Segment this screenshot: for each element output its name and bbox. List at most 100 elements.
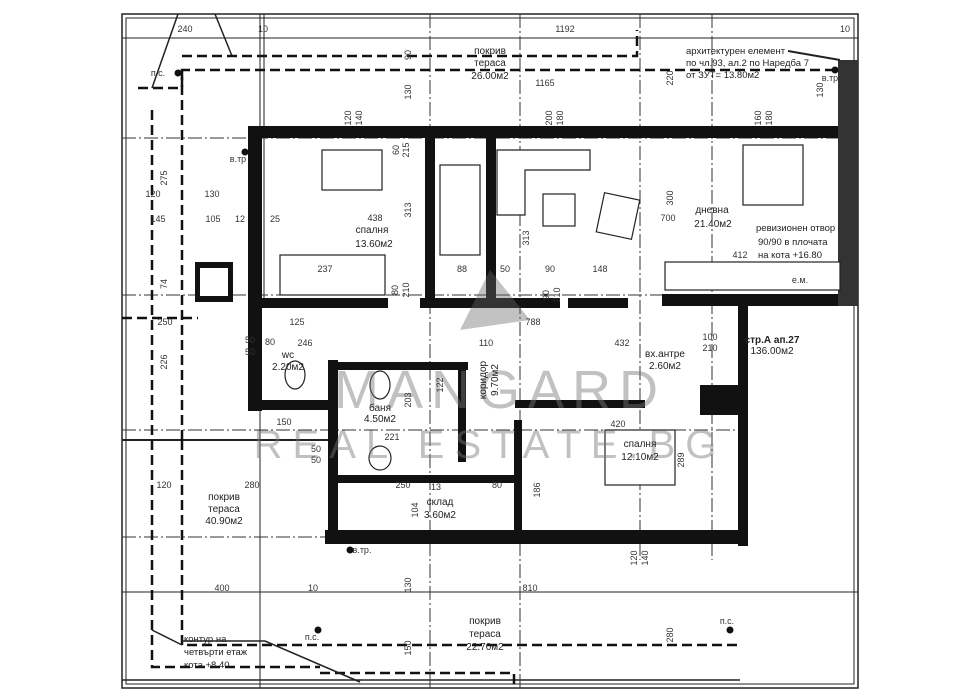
svg-text:125: 125: [289, 317, 304, 327]
svg-text:4.50м2: 4.50м2: [364, 414, 396, 425]
svg-text:спалня: спалня: [624, 439, 657, 450]
svg-text:145: 145: [150, 214, 165, 224]
note-architectural-element: архитектурен елемент по чл.93, ал.2 по Н…: [686, 46, 841, 81]
svg-text:160: 160: [753, 110, 763, 125]
svg-text:архитектурен елемент: архитектурен елемент: [686, 46, 786, 57]
svg-text:стр.А ап.27: стр.А ап.27: [745, 335, 800, 346]
svg-text:ревизионен отвор: ревизионен отвор: [756, 223, 835, 234]
svg-text:300: 300: [665, 190, 675, 205]
svg-text:90/90 в плочата: 90/90 в плочата: [758, 237, 828, 248]
svg-text:250: 250: [395, 480, 410, 490]
svg-text:вх.антре: вх.антре: [645, 349, 685, 360]
note-fourth-floor-contour: контур на четвърти етаж кота +8.40: [151, 629, 361, 683]
svg-text:220: 220: [665, 70, 675, 85]
note-revision-opening: ревизионен отвор 90/90 в плочата на кота…: [756, 223, 835, 261]
svg-text:210: 210: [401, 282, 411, 297]
svg-text:120: 120: [343, 110, 353, 125]
room-entrance-label: вх.антре 2.60м2: [645, 349, 685, 372]
terrace-bottom-label: покрив тераса 22.70м2: [466, 616, 504, 653]
svg-text:тераса: тераса: [208, 504, 240, 515]
dimension-labels: 240 10 1192 10 1165 438 237 700 412 148 …: [145, 24, 850, 593]
svg-text:склад: склад: [427, 497, 454, 508]
svg-text:wc: wc: [281, 350, 294, 361]
svg-text:дневна: дневна: [695, 205, 729, 216]
svg-text:438: 438: [367, 213, 382, 223]
svg-text:50: 50: [311, 444, 321, 454]
room-storage-label: склад 3.60м2: [424, 497, 456, 521]
svg-text:80: 80: [265, 337, 275, 347]
terrace-left-label: покрив тераса 40.90м2: [205, 492, 243, 527]
svg-text:90: 90: [545, 264, 555, 274]
svg-text:в.тр: в.тр: [822, 73, 838, 83]
svg-text:по чл.93, ал.2 по Наредба 7: по чл.93, ал.2 по Наредба 7: [686, 58, 809, 69]
svg-text:122: 122: [435, 377, 445, 392]
svg-text:13.60м2: 13.60м2: [355, 239, 393, 250]
svg-text:12: 12: [235, 214, 245, 224]
svg-text:3.60м2: 3.60м2: [424, 510, 456, 521]
svg-text:210: 210: [552, 287, 562, 302]
svg-text:п.с.: п.с.: [151, 68, 165, 78]
svg-text:MANGARD: MANGARD: [334, 360, 666, 420]
svg-text:1165: 1165: [535, 78, 554, 88]
svg-text:788: 788: [525, 317, 540, 327]
svg-text:тераса: тераса: [469, 629, 501, 640]
svg-text:148: 148: [592, 264, 607, 274]
svg-text:100: 100: [702, 332, 717, 342]
svg-text:203: 203: [403, 392, 413, 407]
svg-text:110: 110: [479, 338, 493, 348]
svg-text:215: 215: [401, 142, 411, 157]
svg-text:покрив: покрив: [469, 616, 501, 627]
svg-text:120: 120: [145, 189, 160, 199]
svg-text:10: 10: [308, 583, 318, 593]
terrace-top-label: покрив тераса 26.00м2: [471, 46, 509, 82]
furniture: [279, 144, 841, 486]
room-wc-label: wc 2.20м2: [272, 350, 304, 373]
svg-text:коридор: коридор: [478, 360, 489, 399]
svg-text:150: 150: [276, 417, 291, 427]
svg-text:130: 130: [403, 577, 413, 592]
svg-text:22.70м2: 22.70м2: [466, 642, 504, 653]
svg-text:400: 400: [214, 583, 229, 593]
dashed-contours: [122, 30, 845, 688]
svg-text:90: 90: [541, 290, 551, 300]
vertical-dimension-labels: 130 90 220 130 120 140 200 180 160 180 2…: [159, 50, 825, 656]
svg-text:покрив: покрив: [208, 492, 240, 503]
svg-text:21.40м2: 21.40м2: [694, 219, 732, 230]
svg-text:226: 226: [159, 354, 169, 369]
svg-text:50: 50: [245, 335, 255, 345]
svg-text:74: 74: [159, 279, 169, 289]
outer-frame: [121, 13, 859, 689]
svg-text:40.90м2: 40.90м2: [205, 516, 243, 527]
markers: п.с. в.тр в.тр в.тр. п.с. п.с. е.м.: [151, 66, 839, 642]
svg-text:120: 120: [156, 480, 171, 490]
svg-text:50: 50: [311, 455, 321, 465]
svg-text:150: 150: [403, 640, 413, 655]
svg-text:810: 810: [522, 583, 537, 593]
room-living-label: дневна 21.40м2: [694, 205, 732, 230]
svg-text:13: 13: [431, 482, 441, 492]
svg-text:п.с.: п.с.: [720, 616, 734, 626]
svg-text:313: 313: [521, 230, 531, 245]
svg-text:246: 246: [297, 338, 312, 348]
svg-text:2.60м2: 2.60м2: [649, 361, 681, 372]
svg-text:в.тр.: в.тр.: [353, 545, 372, 555]
svg-text:432: 432: [614, 338, 629, 348]
svg-text:280: 280: [665, 627, 675, 642]
svg-text:50: 50: [245, 347, 255, 357]
svg-text:90: 90: [403, 50, 413, 60]
svg-text:120: 120: [629, 550, 639, 565]
watermark-logo: MANGARD REAL ESTATE.BG: [254, 270, 716, 467]
svg-text:2.20м2: 2.20м2: [272, 362, 304, 373]
svg-text:289: 289: [676, 452, 686, 467]
svg-text:е.м.: е.м.: [792, 275, 808, 285]
svg-text:кота +8.40: кота +8.40: [184, 660, 230, 671]
svg-text:25: 25: [270, 214, 280, 224]
svg-text:12.10м2: 12.10м2: [621, 452, 659, 463]
svg-text:80: 80: [492, 480, 502, 490]
svg-text:186: 186: [532, 482, 542, 497]
svg-text:покрив: покрив: [474, 46, 506, 57]
svg-text:180: 180: [555, 110, 565, 125]
svg-text:88: 88: [457, 264, 467, 274]
svg-text:130: 130: [204, 189, 219, 199]
svg-text:тераса: тераса: [474, 58, 506, 69]
